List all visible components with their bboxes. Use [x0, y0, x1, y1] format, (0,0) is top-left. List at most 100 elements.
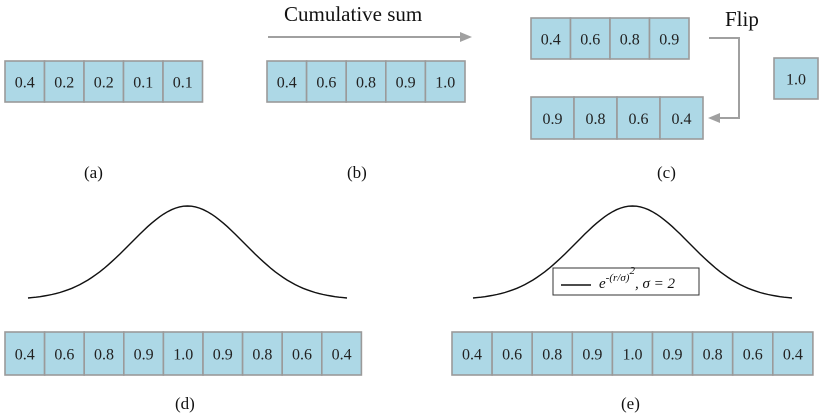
cell-c-top: 0.4: [530, 17, 572, 60]
cell-a: 0.2: [83, 60, 125, 103]
cell-b-box: [384, 60, 427, 103]
cell-e-value: 0.9: [582, 347, 602, 364]
cell-d-box: [83, 331, 125, 376]
cell-d-value: 0.4: [332, 347, 352, 364]
cell-a: 0.2: [43, 60, 85, 103]
cell-c-bottom-box: [659, 96, 704, 140]
cell-a-box: [4, 60, 46, 103]
cell-c-bottom-value: 0.8: [586, 111, 606, 128]
cell-c-top: 0.8: [609, 17, 651, 60]
cell-e-value: 0.8: [703, 347, 723, 364]
cell-b-box: [305, 60, 348, 103]
cell-c-bottom-box: [573, 96, 618, 140]
cell-d-value: 0.6: [292, 347, 312, 364]
cell-a-box: [43, 60, 85, 103]
cell-b-value: 0.8: [356, 75, 376, 92]
flip-arrow: [708, 37, 740, 123]
array-b-cumulative: 0.4 0.6 0.8 0.9 1.0: [266, 60, 466, 103]
cell-c-top-box: [569, 17, 611, 60]
cell-e: 0.9: [651, 331, 694, 376]
cell-e-box: [651, 331, 694, 376]
cell-d: 0.6: [281, 331, 323, 376]
cell-d: 0.8: [241, 331, 284, 376]
cell-d: 0.9: [202, 331, 244, 376]
panel-label-c: (c): [657, 163, 676, 182]
cell-b: 0.4: [266, 60, 308, 103]
cumulative-sum-arrow: [268, 32, 472, 42]
cell-e-box: [531, 331, 574, 376]
legend: e-(r/σ)2, σ = 2: [552, 265, 700, 296]
cell-a-value: 0.2: [94, 75, 114, 92]
cell-d-value: 0.9: [213, 347, 233, 364]
legend-exponent-prefix: -(r/: [606, 272, 622, 284]
cell-d-value: 0.8: [94, 347, 114, 364]
cell-c-single-value: 1.0: [786, 72, 806, 89]
cell-b: 0.6: [305, 60, 348, 103]
cell-a-value: 0.1: [133, 75, 153, 92]
cell-e-value: 1.0: [622, 347, 642, 364]
array-d: 0.4 0.6 0.8 0.9 1.0 0.9 0.8 0.6 0.4: [4, 331, 363, 376]
cumulative-sum-label: Cumulative sum: [284, 2, 422, 26]
cell-e: 0.8: [691, 331, 734, 376]
panel-label-b: (b): [347, 163, 367, 182]
cell-d: 0.8: [83, 331, 125, 376]
cell-d-value: 0.8: [252, 347, 272, 364]
cell-a-value: 0.2: [54, 75, 74, 92]
cell-c-bottom-box: [530, 96, 575, 140]
cell-e: 0.4: [451, 331, 493, 376]
legend-separator: ,: [635, 276, 643, 292]
cell-c-bottom: 0.8: [573, 96, 618, 140]
cell-c-top-value: 0.9: [659, 32, 679, 49]
cell-d-value: 0.9: [134, 347, 154, 364]
cell-b-value: 0.6: [316, 75, 336, 92]
cell-b: 0.8: [345, 60, 387, 103]
cell-b: 0.9: [384, 60, 427, 103]
cell-d-box: [320, 331, 363, 376]
cell-d: 0.4: [320, 331, 363, 376]
legend-base: e: [599, 276, 606, 292]
cell-e-box: [451, 331, 493, 376]
cell-c-top: 0.9: [648, 17, 690, 60]
cell-c-top-value: 0.4: [541, 32, 561, 49]
legend-exponent-suffix: ): [625, 272, 630, 284]
panel-label-d: (d): [175, 394, 195, 413]
panel-label-a: (a): [84, 163, 103, 182]
cell-e: 0.6: [731, 331, 774, 376]
cell-c-single-box: [773, 57, 819, 100]
legend-exponent-sigma: σ: [620, 272, 626, 284]
cell-b: 1.0: [424, 60, 466, 103]
cell-c-single: 1.0: [773, 57, 819, 100]
cell-d: 0.6: [43, 331, 85, 376]
cell-e: 1.0: [611, 331, 654, 376]
panel-label-e: (e): [621, 394, 640, 413]
cell-e-value: 0.9: [663, 347, 683, 364]
cell-c-top-box: [609, 17, 651, 60]
cell-e-value: 0.4: [783, 347, 803, 364]
cell-b-box: [266, 60, 308, 103]
cell-e-box: [691, 331, 734, 376]
legend-sigma-eq: σ = 2: [642, 276, 675, 292]
array-c-bottom-flipped: 0.9 0.8 0.6 0.4: [530, 96, 704, 140]
cell-b-value: 1.0: [435, 75, 455, 92]
cell-c-bottom-value: 0.9: [543, 111, 563, 128]
cell-e: 0.8: [531, 331, 574, 376]
flip-label: Flip: [725, 7, 759, 31]
cell-c-top: 0.6: [569, 17, 611, 60]
cell-c-bottom: 0.4: [659, 96, 704, 140]
cell-d-box: [4, 331, 46, 376]
cell-d-box: [43, 331, 85, 376]
legend-box: [552, 267, 700, 296]
cell-c-bottom: 0.6: [616, 96, 661, 140]
legend-formula: e-(r/σ)2, σ = 2: [599, 265, 675, 292]
cell-a: 0.1: [162, 60, 204, 103]
cell-e: 0.4: [771, 331, 814, 376]
cell-d: 1.0: [162, 331, 204, 376]
cell-d-box: [281, 331, 323, 376]
cell-c-bottom-value: 0.6: [629, 111, 649, 128]
cell-e-value: 0.6: [743, 347, 763, 364]
cell-d-value: 0.4: [15, 347, 35, 364]
cell-d-box: [202, 331, 244, 376]
